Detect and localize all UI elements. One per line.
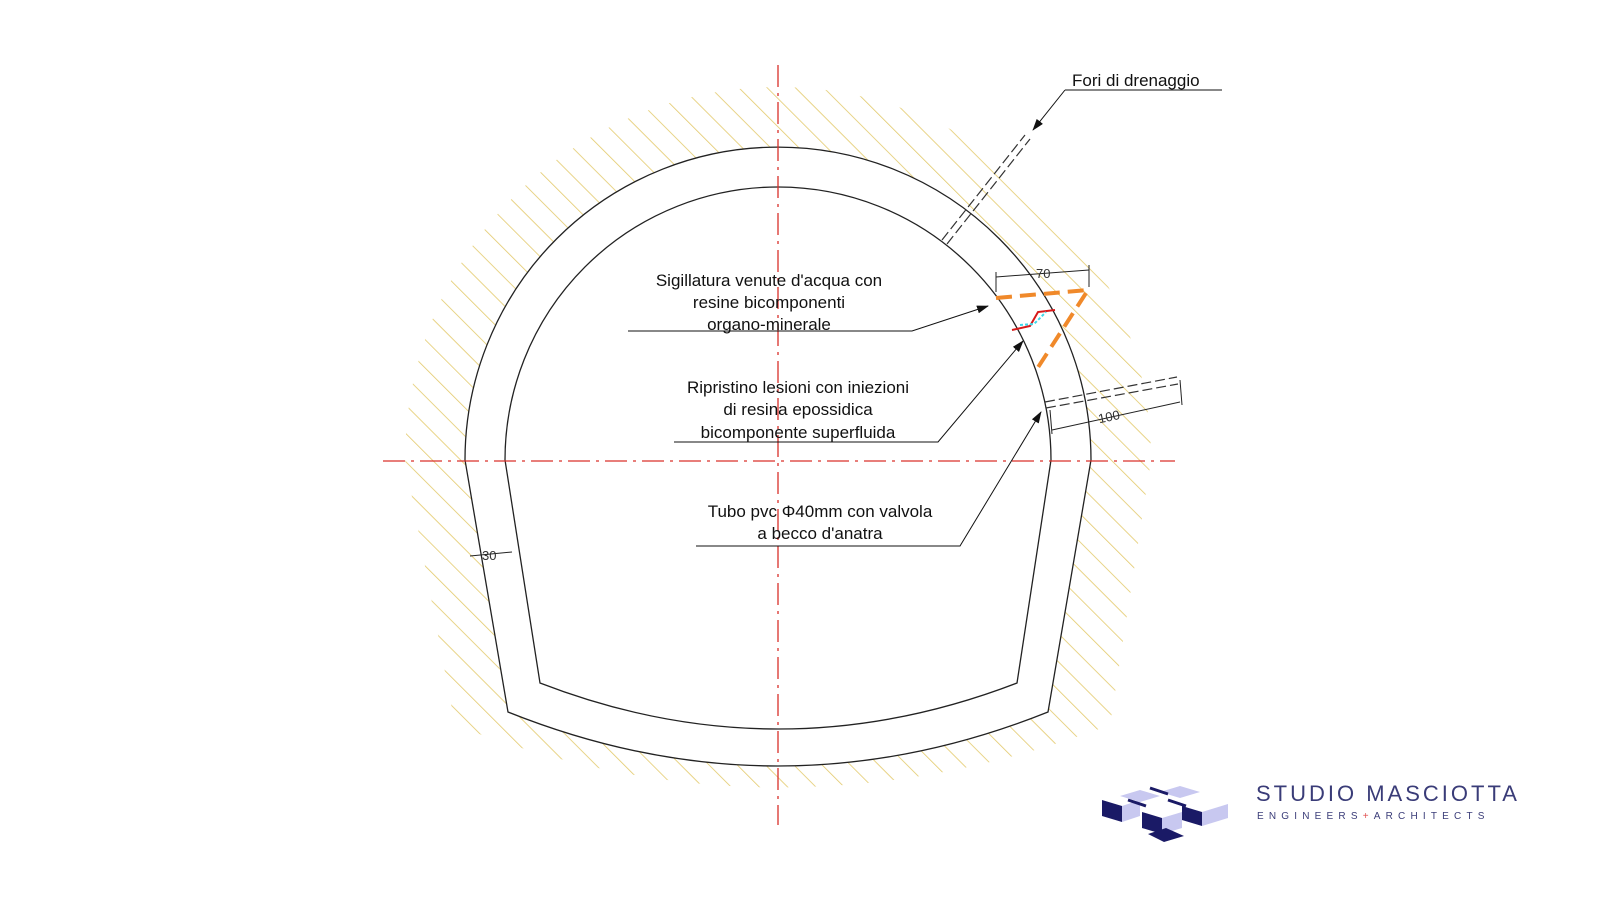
- tubo-line-2: a becco d'anatra: [757, 524, 883, 543]
- crack-line: [1011, 309, 1056, 331]
- studio-logo-mark: [1102, 786, 1228, 842]
- resin-injection-zone: [995, 287, 1092, 374]
- sigillatura-line-3: organo-minerale: [707, 315, 831, 334]
- label-sigillatura: Sigillatura venute d'acqua con resine bi…: [656, 271, 882, 334]
- dimension-30-label: 30: [482, 548, 496, 563]
- dimension-70: [995, 265, 1090, 292]
- dimension-100-label: 100: [1097, 407, 1121, 426]
- ripristino-leader: [674, 340, 1024, 443]
- ripristino-line-3: bicomponente superfluida: [701, 423, 896, 442]
- label-fori-drenaggio: Fori di drenaggio: [1072, 71, 1200, 90]
- tubo-line-1: Tubo pvc Φ40mm con valvola: [708, 502, 933, 521]
- tunnel-outer-profile: [464, 146, 1092, 767]
- tubo-leader: [696, 411, 1042, 547]
- logo-sub-engineers: ENGINEERS: [1257, 811, 1363, 822]
- drainage-hole-upper: [941, 134, 1031, 245]
- ground-hatch: [405, 87, 1151, 788]
- logo-subtitle: ENGINEERS+ARCHITECTS: [1257, 811, 1490, 822]
- sigillatura-line-1: Sigillatura venute d'acqua con: [656, 271, 882, 290]
- dimension-30: [469, 551, 513, 557]
- dimension-100: [1049, 379, 1183, 435]
- sigillatura-line-2: resine bicomponenti: [693, 293, 845, 312]
- ripristino-line-2: di resina epossidica: [723, 400, 873, 419]
- fori-arrow: [1032, 89, 1066, 131]
- tunnel-inner-profile: [504, 186, 1052, 730]
- sigillatura-leader: [628, 305, 989, 332]
- ripristino-line-1: Ripristino lesioni con iniezioni: [687, 378, 909, 397]
- logo-sub-architects: ARCHITECTS: [1373, 811, 1490, 822]
- dimension-70-label: 70: [1036, 266, 1050, 281]
- logo-sub-plus: +: [1362, 811, 1374, 822]
- drainage-pipe: [1044, 376, 1179, 409]
- logo-title: STUDIO MASCIOTTA: [1256, 781, 1520, 806]
- label-tubo: Tubo pvc Φ40mm con valvola a becco d'ana…: [708, 502, 933, 543]
- crack-injection: [1019, 311, 1047, 326]
- label-ripristino: Ripristino lesioni con iniezioni di resi…: [687, 378, 909, 442]
